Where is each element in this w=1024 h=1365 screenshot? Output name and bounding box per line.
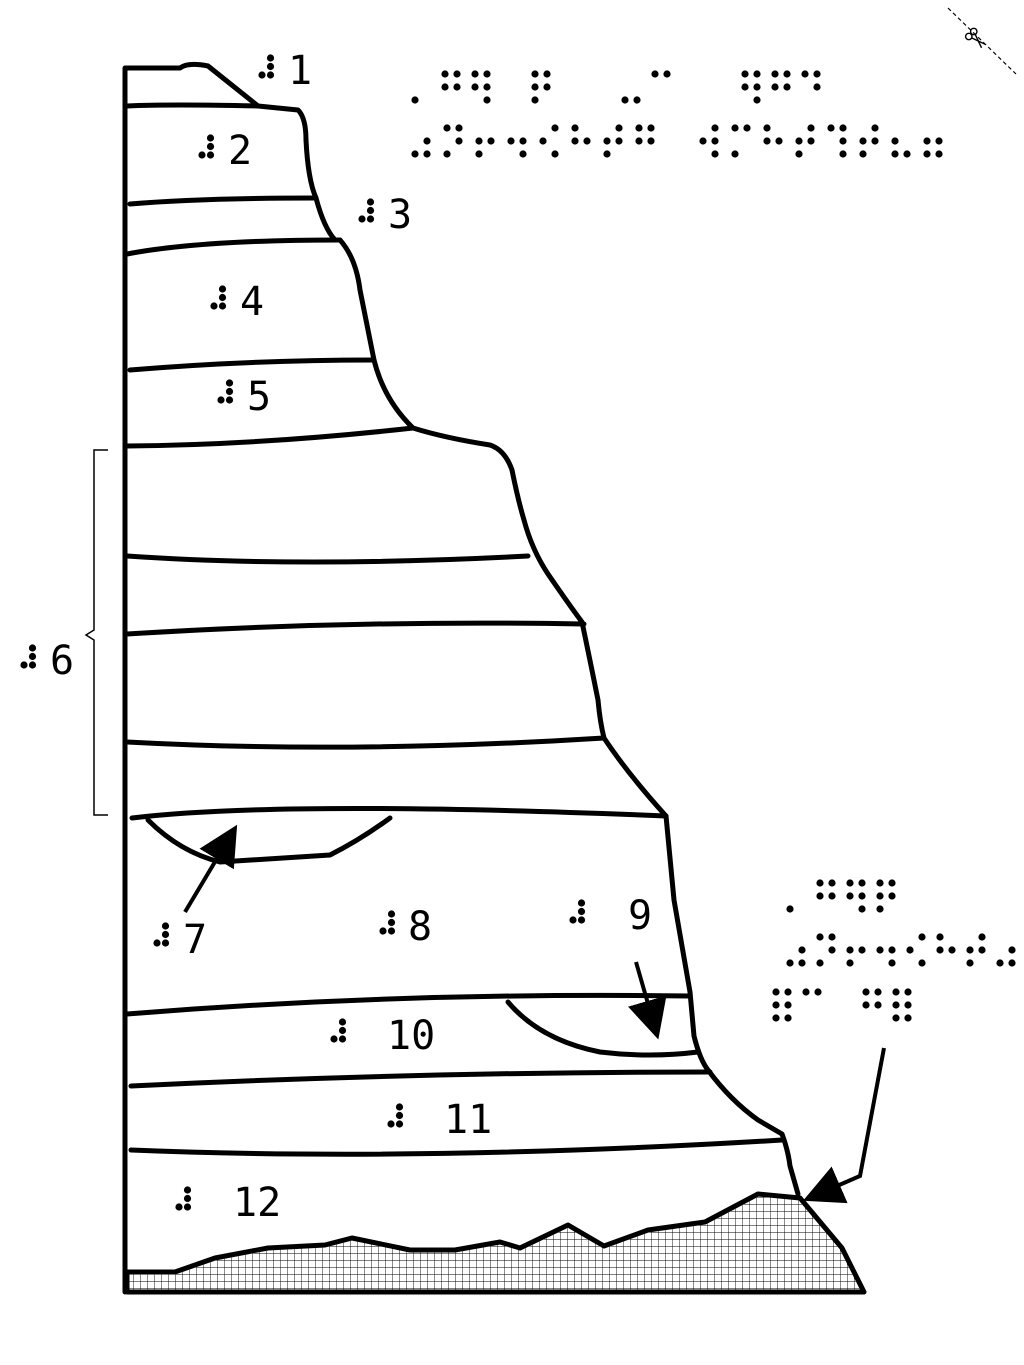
arrow-7 bbox=[183, 824, 238, 914]
braille-number-sign-icon bbox=[210, 285, 227, 310]
braille-number-sign-icon bbox=[217, 379, 234, 404]
layer-number: 6 bbox=[50, 638, 74, 684]
stratum-line bbox=[124, 425, 416, 449]
braille-number-sign-icon bbox=[358, 198, 375, 223]
stratum-line bbox=[124, 102, 261, 109]
layer-label-3: 3 bbox=[358, 192, 412, 238]
stratum-line bbox=[129, 805, 669, 821]
stratum-line bbox=[124, 992, 693, 1017]
stratum-line bbox=[124, 735, 607, 750]
layer-number: 3 bbox=[388, 192, 412, 238]
lens-7 bbox=[145, 815, 393, 865]
lens-9 bbox=[505, 999, 701, 1058]
layer-number: 7 bbox=[183, 917, 207, 963]
stratum-line bbox=[127, 195, 319, 207]
layer-number: 1 bbox=[288, 48, 312, 94]
layer-label-2: 2 bbox=[198, 128, 252, 174]
talus-base bbox=[124, 1191, 867, 1295]
layer-label-4: 4 bbox=[210, 279, 264, 325]
stratum-line bbox=[127, 357, 377, 373]
layer-number: 11 bbox=[444, 1097, 492, 1143]
braille-number-sign-icon bbox=[379, 910, 396, 935]
stratum-line bbox=[124, 620, 587, 637]
layer-number: 5 bbox=[247, 374, 271, 420]
layer-number: 2 bbox=[228, 128, 252, 174]
braille-number-sign-icon bbox=[175, 1186, 192, 1211]
braille-number-sign-icon bbox=[569, 899, 586, 924]
layer-number: 9 bbox=[628, 893, 652, 939]
layer-number: 4 bbox=[240, 279, 264, 325]
braille-number-sign-icon bbox=[198, 134, 215, 159]
stratum-line bbox=[128, 1069, 713, 1089]
layer-label-9: 9 bbox=[569, 893, 652, 939]
braille-number-sign-icon bbox=[20, 644, 37, 669]
layer-label-12: 12 bbox=[175, 1180, 281, 1226]
braille-annotation bbox=[772, 879, 1016, 1022]
braille-number-sign-icon bbox=[153, 922, 170, 947]
group-6-bracket bbox=[84, 449, 108, 816]
arrow-talus bbox=[802, 1047, 886, 1204]
layer-number: 12 bbox=[233, 1180, 281, 1226]
scissors-icon bbox=[964, 27, 986, 49]
scissors-cut-line bbox=[947, 7, 1017, 75]
layer-label-8: 8 bbox=[379, 904, 432, 950]
stratum-line bbox=[128, 1137, 785, 1157]
layer-label-10: 10 bbox=[330, 1013, 435, 1059]
layer-label-6: 6 bbox=[20, 638, 74, 684]
braille-number-sign-icon bbox=[387, 1103, 404, 1128]
arrow-9 bbox=[628, 961, 667, 1040]
braille-title bbox=[411, 70, 943, 158]
stratum-line bbox=[124, 553, 531, 565]
layer-label-5: 5 bbox=[217, 374, 271, 420]
stratum-line bbox=[124, 237, 343, 257]
layer-number: 10 bbox=[387, 1013, 435, 1059]
braille-number-sign-icon bbox=[330, 1018, 347, 1043]
strata-lines bbox=[124, 102, 785, 1157]
layer-label-7: 7 bbox=[153, 917, 207, 963]
layer-number: 8 bbox=[408, 904, 432, 950]
layer-label-1: 1 bbox=[258, 48, 312, 94]
braille-number-sign-icon bbox=[258, 54, 275, 79]
layer-label-11: 11 bbox=[387, 1097, 492, 1143]
